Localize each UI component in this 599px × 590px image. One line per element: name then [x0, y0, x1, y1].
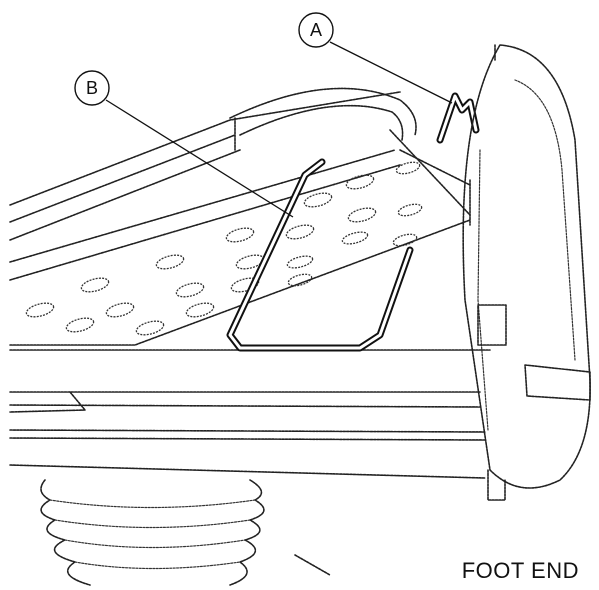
foot-deck-panel: [9, 87, 471, 346]
callout-a: A: [298, 12, 453, 104]
deck-perforations: [25, 161, 423, 336]
callout-b-letter: B: [86, 78, 98, 98]
footboard: [462, 44, 591, 501]
lift-bellows: [40, 479, 331, 586]
lower-frame: [9, 349, 491, 479]
clip-a: [436, 92, 480, 144]
callout-a-letter: A: [310, 20, 322, 40]
foot-end-label: FOOT END: [461, 558, 579, 583]
bracket-b: [226, 158, 414, 352]
callout-b: B: [74, 70, 294, 218]
callout-b-circle: [74, 70, 110, 106]
callout-a-circle: [298, 12, 334, 48]
callout-b-leader: [105, 99, 294, 218]
callout-a-leader: [329, 41, 453, 104]
